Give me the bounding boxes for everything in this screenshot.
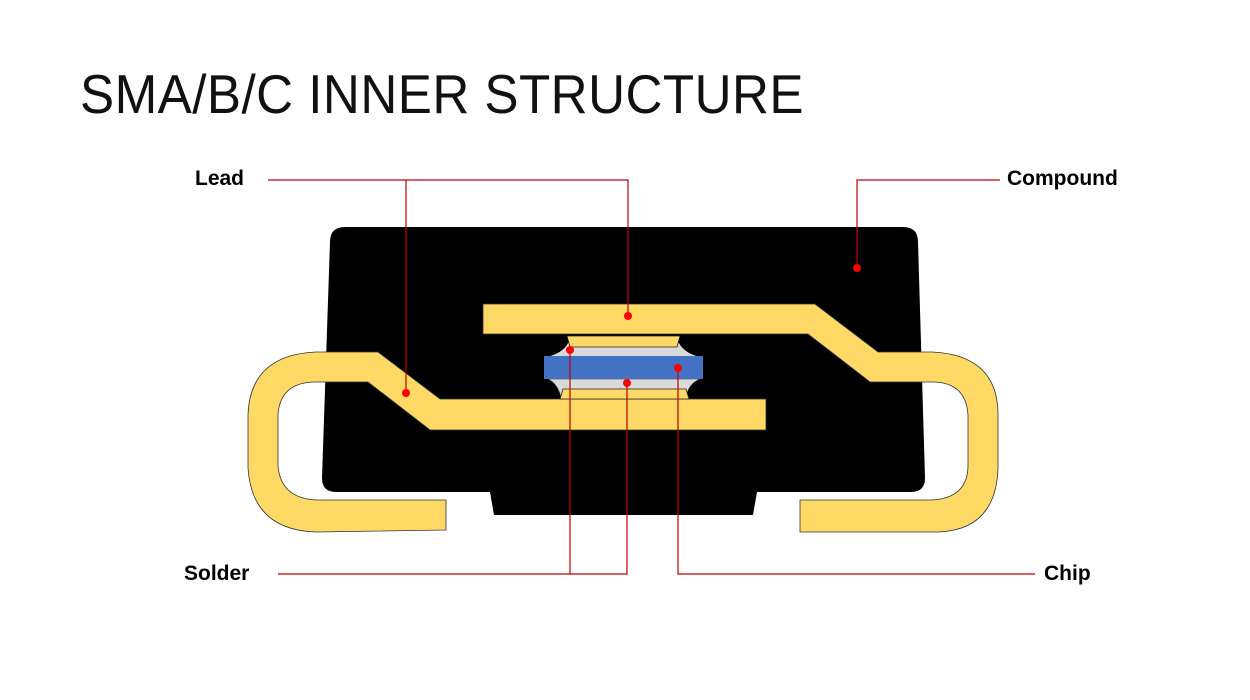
lead-left [247, 351, 767, 533]
dot-solder-upper [566, 346, 574, 354]
dot-lead-bottom [402, 389, 410, 397]
dot-compound [853, 264, 861, 272]
lead-right [482, 303, 999, 533]
label-chip: Chip [1044, 562, 1091, 585]
label-compound: Compound [1007, 167, 1118, 190]
diagram-title: SMA/B/C INNER STRUCTURE [80, 63, 805, 125]
die-attach-upper [566, 335, 681, 348]
label-lead: Lead [195, 167, 245, 190]
marker-dots [402, 264, 861, 397]
leader-lead [268, 179, 629, 316]
label-solder: Solder [184, 562, 250, 585]
die-attach-lower [559, 388, 690, 400]
chip [544, 356, 703, 379]
leader-compound [856, 179, 1000, 268]
leader-lines [268, 179, 1035, 575]
dot-lead-top [624, 312, 632, 320]
dot-solder-lower [623, 379, 631, 387]
leader-chip [677, 368, 1035, 575]
leader-solder [278, 383, 628, 575]
dot-chip [674, 364, 682, 372]
